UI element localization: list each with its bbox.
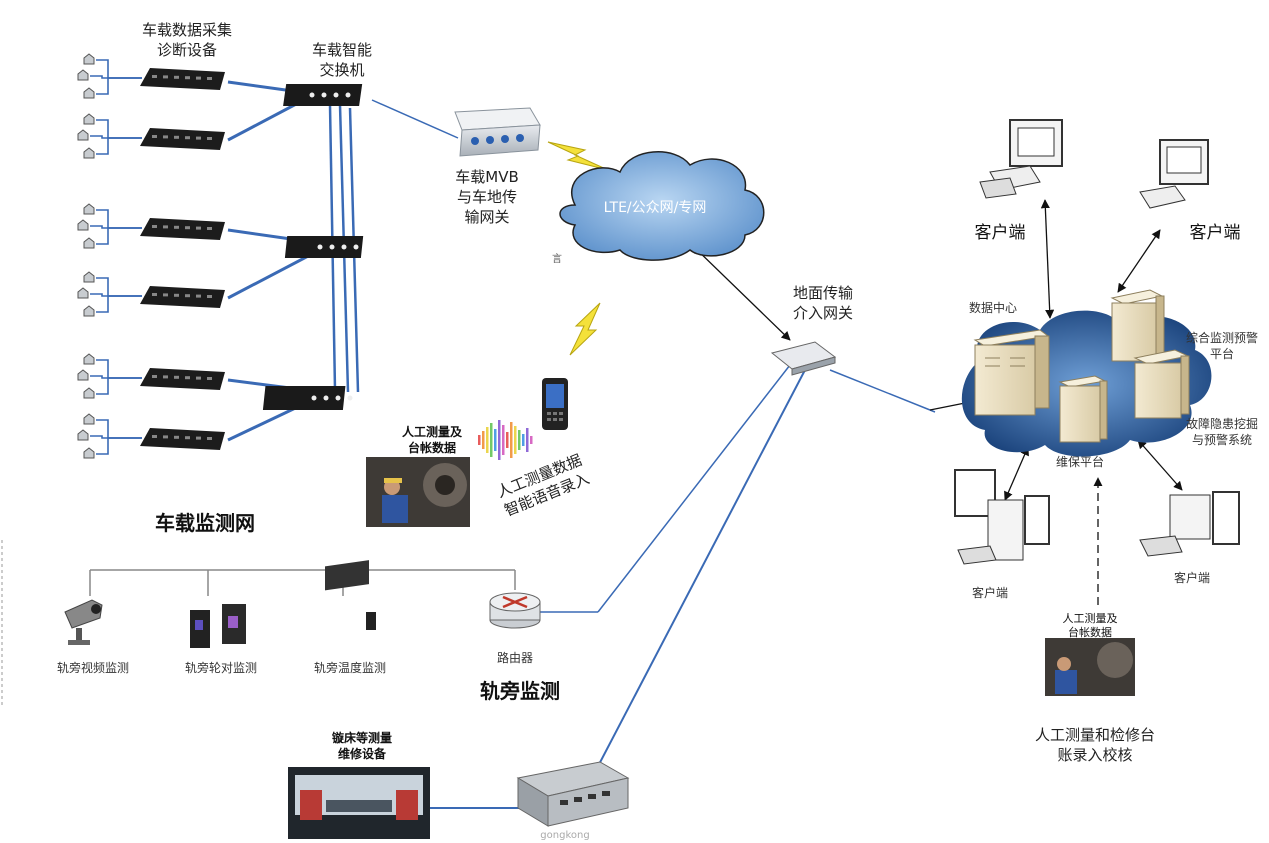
sensor-icon (83, 203, 95, 215)
client-pc-icon (1139, 491, 1240, 557)
collector-device-icon (77, 53, 225, 99)
client-label: 客户端 (1174, 570, 1210, 585)
cloud-label: LTE/公众网/专网 (604, 200, 707, 216)
gateway-icon (770, 341, 837, 376)
sensor-icon (77, 369, 89, 381)
arrow-lines (691, 199, 1183, 605)
server-icon (1133, 349, 1190, 419)
collector-label-1: 车载数据采集 (142, 21, 232, 39)
switch-icon (262, 386, 353, 410)
sensor-icon (83, 387, 95, 399)
sensor-icon (83, 353, 95, 365)
thermal-camera-icon (325, 560, 376, 630)
mvb-label-3: 输网关 (464, 208, 509, 226)
monitor-label-1: 综合监测预警 (1186, 330, 1258, 345)
handheld-icon (542, 378, 568, 430)
client-label: 客户端 (975, 223, 1026, 243)
lathe-label-1: 镟床等测量 (332, 730, 392, 745)
worker-photo (1045, 638, 1135, 696)
mvb-label-2: 与车地传 (457, 188, 517, 206)
lathe-label-2: 维修设备 (338, 746, 387, 761)
server-icon (1058, 375, 1108, 443)
manual-right-label-1: 人工测量及 (1063, 612, 1118, 625)
ground-label-1: 地面传输 (793, 284, 853, 302)
client-label: 客户端 (972, 585, 1008, 600)
sensor-icon (77, 69, 89, 81)
sensor-icon (83, 237, 95, 249)
sensor-icon (83, 87, 95, 99)
sensor-icon (77, 287, 89, 299)
sensor-icon (77, 429, 89, 441)
maint-label: 维保平台 (1056, 454, 1104, 469)
wheel-sensor-icon (190, 604, 246, 648)
worker-photo (366, 457, 470, 527)
manual-top-label-1: 人工测量及 (402, 424, 463, 439)
sensor-icon (77, 219, 89, 231)
collector-device-icon (77, 113, 225, 159)
server-icon (973, 329, 1050, 416)
sensor-icon (83, 147, 95, 159)
sensor-icon (83, 305, 95, 317)
cloud-mark: 言 (552, 252, 562, 265)
data-center-label: 数据中心 (969, 300, 1017, 315)
collector-device-icon (77, 203, 225, 249)
switch-label-1: 车载智能 (312, 41, 372, 59)
fault-label-2: 与预警系统 (1192, 432, 1252, 447)
verify-label-1: 人工测量和检修台 (1035, 726, 1155, 744)
cloud-icon: LTE/公众网/专网 (559, 151, 765, 261)
track-temp-label: 轨旁温度监测 (314, 660, 386, 675)
client-pc-icon (954, 469, 1050, 565)
router-icon (489, 592, 541, 629)
vehicle-net-label: 车载监测网 (155, 511, 255, 535)
client-label: 客户端 (1190, 223, 1241, 243)
collector-label-2: 诊断设备 (157, 41, 217, 59)
client-pc-icon (979, 119, 1063, 199)
sensor-icon (83, 53, 95, 65)
manual-right-label-2: 台帐数据 (1068, 625, 1112, 639)
track-wheel-label: 轨旁轮对监测 (185, 660, 257, 675)
switch-label-2: 交换机 (319, 61, 364, 79)
router-label: 路由器 (497, 650, 533, 665)
voice-label: 人工测量数据 智能语音录入 (494, 451, 592, 520)
lathe-photo (288, 767, 430, 839)
lightning-icon (569, 302, 601, 356)
collector-group (77, 53, 225, 459)
ground-label-2: 介入网关 (793, 304, 853, 322)
camera-icon (64, 599, 103, 645)
collector-device-icon (77, 271, 225, 317)
trackside-bus (89, 569, 516, 596)
watermark: gongkong (540, 830, 589, 841)
server-icon (1110, 289, 1165, 362)
gateway-icon (454, 107, 541, 157)
sensor-icon (83, 413, 95, 425)
sensor-icon (83, 271, 95, 283)
monitor-label-2: 平台 (1210, 346, 1234, 361)
switch-icon (283, 84, 363, 106)
mvb-label-1: 车载MVB (455, 168, 519, 186)
track-video-label: 轨旁视频监测 (57, 660, 129, 675)
voice-wave-icon (478, 420, 533, 460)
fault-label-1: 故障隐患挖掘 (1186, 416, 1258, 431)
sensor-icon (83, 447, 95, 459)
manual-top-label-2: 台帐数据 (408, 440, 456, 455)
lightning-icon (547, 141, 609, 171)
client-pc-icon (1139, 139, 1209, 209)
switch-icon (284, 236, 364, 258)
sensor-icon (83, 113, 95, 125)
industrial-pc-icon (516, 761, 630, 827)
trackside-label: 轨旁监测 (480, 679, 560, 703)
collector-device-icon (77, 353, 225, 399)
sensor-icon (77, 129, 89, 141)
collector-device-icon (77, 413, 225, 459)
verify-label-2: 账录入校核 (1057, 746, 1132, 764)
